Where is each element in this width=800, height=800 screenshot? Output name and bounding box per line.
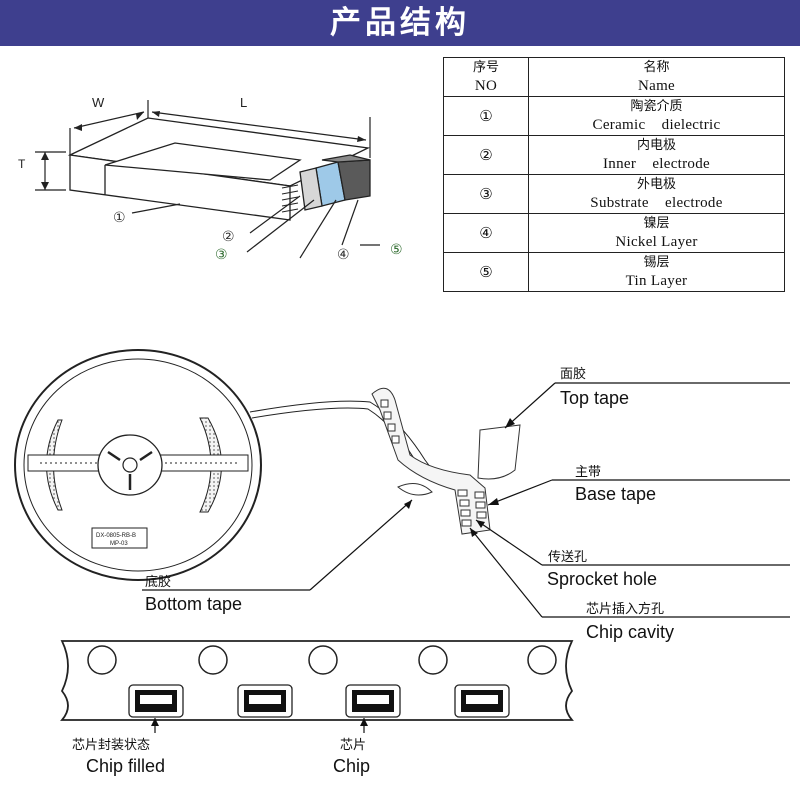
- electrode-cap: [321, 154, 371, 163]
- callout-2: ②: [222, 229, 235, 245]
- row-name-en: Nickel Layer: [615, 234, 698, 250]
- row-name-en: Substrate electrode: [590, 195, 723, 211]
- row-name-cn: 镍层: [643, 216, 670, 231]
- dim-l-label: L: [240, 95, 247, 110]
- header-name-en: Name: [637, 78, 675, 94]
- bottom-tape-cn: 底胶: [145, 574, 171, 590]
- header-name: 名称 Name: [528, 57, 785, 97]
- reel-label-plate: [91, 527, 148, 549]
- row-name: 镍层 Nickel Layer: [528, 213, 785, 253]
- table-row: ② 内电极 Inner electrode: [443, 135, 785, 175]
- chip-filled-cn: 芯片封装状态: [72, 738, 150, 753]
- structure-legend-table: 序号 NO 名称 Name ① 陶瓷介质 Ceramic dielectric …: [443, 57, 785, 292]
- chip-drawing: [67, 117, 371, 221]
- banner-title: 产品结构: [330, 5, 470, 41]
- row-name: 锡层 Tin Layer: [528, 252, 785, 292]
- row-no: ①: [443, 96, 529, 136]
- callout-3: ③: [215, 247, 228, 263]
- callout-1: ①: [113, 210, 126, 226]
- sprocket-cn: 传送孔: [548, 550, 587, 565]
- reel-window-right: [199, 417, 222, 513]
- tape-strip: [249, 400, 441, 481]
- nickel-layer-band: [299, 167, 323, 211]
- tape-perforations: [380, 399, 487, 527]
- row-no: ⑤: [443, 252, 529, 292]
- reel-label-line1: DX-0805-RB-B: [96, 533, 136, 539]
- row-name-cn: 锡层: [643, 255, 670, 270]
- row-no: ②: [443, 135, 529, 175]
- table-row: ③ 外电极 Substrate electrode: [443, 174, 785, 214]
- bottom-tape-en: Bottom tape: [145, 594, 242, 614]
- electrode-stripes: [281, 184, 299, 213]
- tape-detail: [371, 387, 521, 535]
- row-name-en: Tin Layer: [625, 273, 688, 289]
- sprocket-en: Sprocket hole: [547, 569, 657, 589]
- cavity-en: Chip cavity: [586, 622, 674, 642]
- dim-t-label: T: [18, 157, 26, 171]
- table-row: ⑤ 锡层 Tin Layer: [443, 252, 785, 292]
- dimension-lines: [35, 100, 380, 259]
- reel-label-line2: MP-03: [110, 541, 128, 547]
- carrier-strip: [60, 640, 574, 721]
- base-tape-en: Base tape: [575, 484, 656, 504]
- top-tape-peel: [477, 424, 521, 480]
- tape-leaders: [142, 382, 790, 618]
- carrier-tape-path: [371, 387, 491, 535]
- base-tape-cn: 主带: [575, 465, 601, 480]
- reel-window-left: [46, 419, 63, 511]
- chip-cn: 芯片: [340, 738, 366, 753]
- row-name-en: Inner electrode: [602, 156, 710, 172]
- top-tape-cn: 面胶: [560, 366, 586, 382]
- strip-arrows: [151, 718, 368, 726]
- top-tape-en: Top tape: [560, 388, 629, 408]
- dim-w-label: W: [92, 95, 105, 110]
- header-no-cn: 序号: [472, 60, 499, 75]
- row-name: 外电极 Substrate electrode: [528, 174, 785, 214]
- chip-inner-step: [104, 142, 302, 181]
- row-name-cn: 内电极: [636, 138, 676, 153]
- table-row: ④ 镍层 Nickel Layer: [443, 213, 785, 253]
- title-banner: [0, 0, 800, 46]
- cavity-cn: 芯片插入方孔: [586, 601, 664, 617]
- row-no: ④: [443, 213, 529, 253]
- row-name-cn: 外电极: [636, 177, 676, 192]
- reel-center-hole: [122, 457, 138, 473]
- table-header-row: 序号 NO 名称 Name: [443, 57, 785, 97]
- row-name: 陶瓷介质 Ceramic dielectric: [528, 96, 785, 136]
- row-no: ③: [443, 174, 529, 214]
- row-name-en: Ceramic dielectric: [592, 117, 721, 133]
- reel-inner-rim: [23, 358, 253, 572]
- chip-en: Chip: [333, 756, 370, 776]
- chip-filled-en: Chip filled: [86, 756, 165, 776]
- row-name: 内电极 Inner electrode: [528, 135, 785, 175]
- header-name-cn: 名称: [643, 60, 670, 75]
- bottom-tape-flap: [397, 482, 433, 496]
- callout-4: ④: [337, 247, 350, 263]
- row-name-cn: 陶瓷介质: [630, 99, 683, 114]
- dimension-arrows: [41, 111, 366, 190]
- sprocket-holes: [87, 645, 557, 675]
- reel-drawing: [14, 349, 441, 581]
- header-no: 序号 NO: [443, 57, 529, 97]
- table-row: ① 陶瓷介质 Ceramic dielectric: [443, 96, 785, 136]
- callout-5: ⑤: [390, 242, 403, 258]
- tape-arrows: [404, 418, 515, 537]
- header-no-en: NO: [474, 78, 498, 94]
